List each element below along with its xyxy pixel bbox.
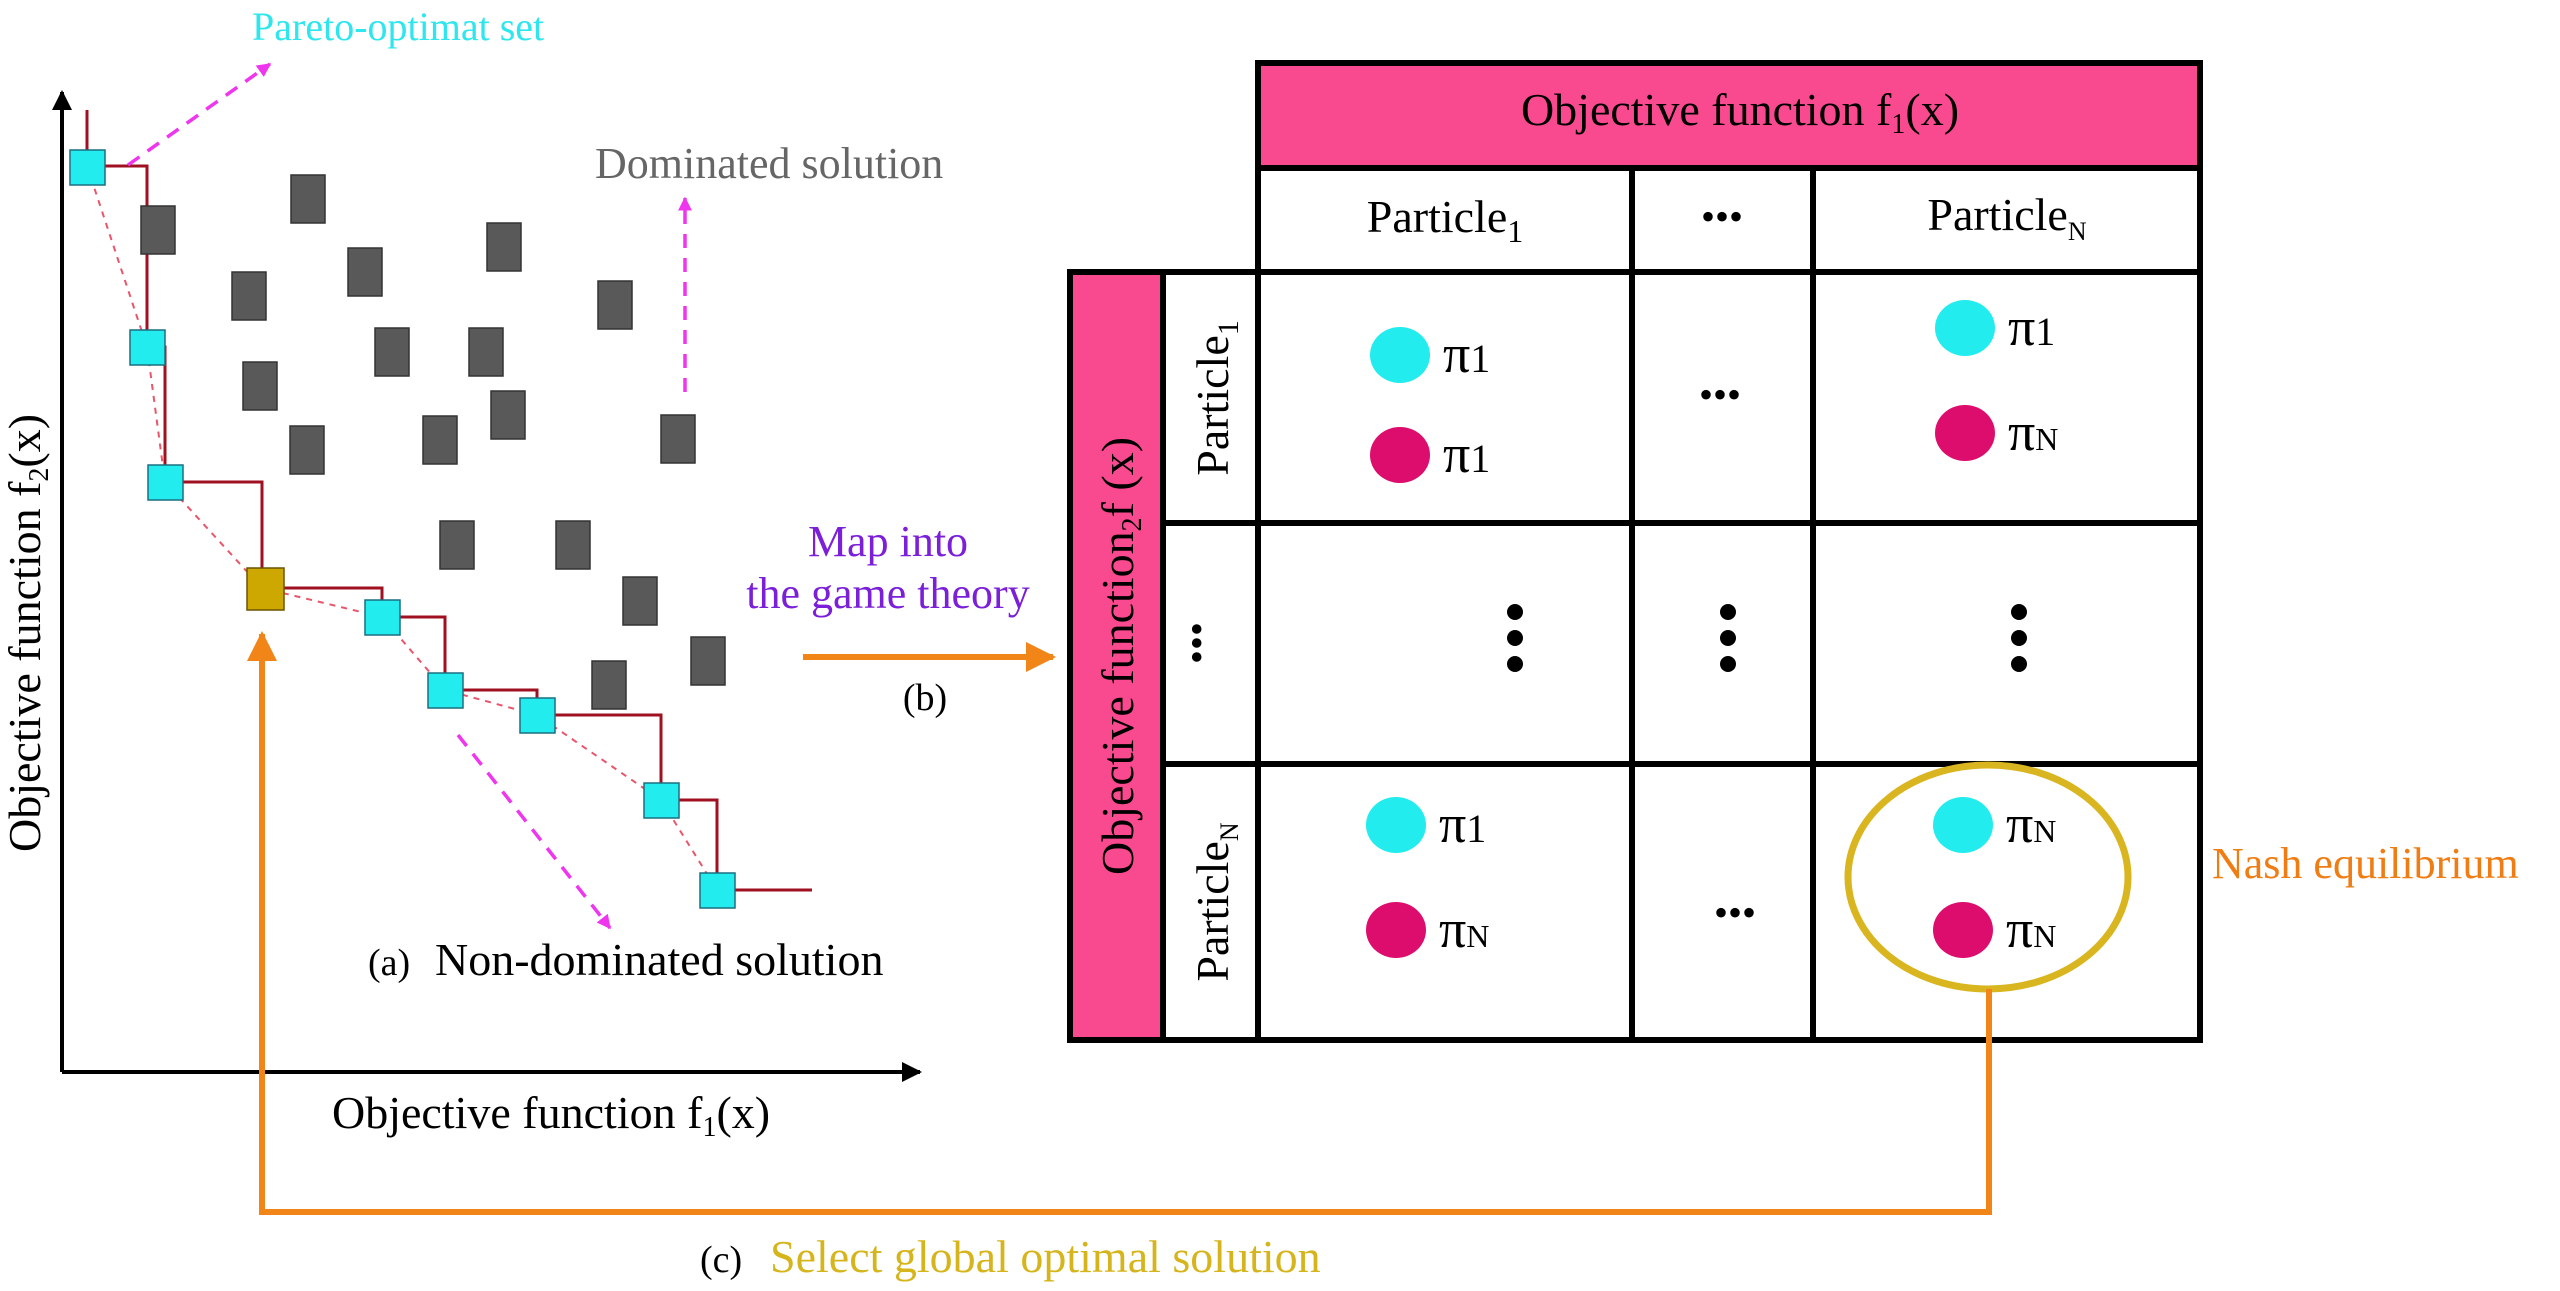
dominated-square	[439, 520, 475, 570]
payoff-dot-player2	[1935, 405, 1995, 461]
pareto-square	[519, 697, 556, 734]
payoff-label: πN	[2006, 794, 2056, 854]
pareto-square	[427, 672, 464, 709]
mapping-step: Map into the game theory (b)	[746, 517, 1056, 719]
dominated-square	[347, 247, 383, 297]
col-header-ellipsis: •••	[1701, 194, 1743, 239]
payoff-dot-player1	[1370, 327, 1430, 383]
dominated-square	[486, 222, 522, 272]
payoff-label: πN	[2008, 402, 2058, 462]
pareto-square	[643, 782, 680, 819]
row-header-particle-1: Particle1	[1187, 320, 1245, 476]
dominated-square	[374, 327, 410, 377]
dominated-square	[468, 327, 504, 377]
pareto-arrow	[126, 62, 272, 167]
pareto-set-label: Pareto-optimat set	[252, 4, 544, 49]
dominated-square	[660, 414, 696, 464]
pareto-square	[147, 464, 184, 501]
non-dominated-solutions	[69, 149, 736, 909]
non-dominated-arrow	[456, 733, 612, 930]
non-dominated-label: Non-dominated solution	[435, 934, 883, 985]
select-step: (c) Select global optimal solution	[247, 631, 1992, 1282]
left-header-label: Objective function2f (x)	[1092, 437, 1148, 875]
left-header	[1067, 269, 1166, 1043]
payoff-dot-player2	[1366, 902, 1426, 958]
dominated-square	[140, 205, 176, 255]
dominated-square	[231, 271, 267, 321]
payoff-label: πN	[2006, 899, 2056, 959]
cell-rowN-col1: π1 πN	[1366, 794, 1489, 959]
payoff-label: π1	[1443, 424, 1490, 484]
dominated-square	[289, 425, 325, 475]
pareto-staircase	[85, 110, 812, 892]
non-dominated-tag: (a)	[368, 942, 410, 984]
col-header-particle-n: ParticleN	[1927, 189, 2087, 246]
dominated-solution-label: Dominated solution	[595, 139, 943, 188]
pareto-square	[129, 329, 166, 366]
cell-rowN-colN: πN πN	[1933, 794, 2056, 959]
game-theory-label: the game theory	[746, 569, 1029, 618]
col-header-particle-1: Particle1	[1367, 191, 1524, 249]
payoff-label: π1	[1439, 794, 1486, 854]
payoff-dot-player1	[1935, 300, 1995, 356]
map-tag: (b)	[903, 677, 947, 719]
dominated-square	[422, 415, 458, 465]
pareto-square	[699, 872, 736, 909]
select-loop-arrow	[247, 631, 1992, 1215]
top-header-label: Objective function f1(x)	[1521, 84, 1959, 140]
dominated-square	[622, 576, 658, 626]
nash-equilibrium-label: Nash equilibrium	[2212, 839, 2519, 888]
select-tag: (c)	[700, 1239, 742, 1281]
payoff-matrix: Objective function f1(x) Objective funct…	[1067, 60, 2203, 1043]
row-header-ellipsis: •••	[1174, 622, 1219, 664]
y-axis-label: Objective function f2(x)	[0, 414, 55, 852]
cell-row1-col2-ellipsis: •••	[1699, 372, 1741, 417]
dominated-square	[290, 174, 326, 224]
dominated-square	[555, 520, 591, 570]
vertical-ellipsis-row-middle	[1507, 604, 2027, 672]
dominated-square	[242, 361, 278, 411]
dominated-square	[591, 660, 627, 710]
pareto-plot: Pareto-optimat set Dominated solution (a…	[0, 4, 943, 1143]
payoff-label: π1	[1443, 324, 1490, 384]
x-axis-label: Objective function f1(x)	[332, 1087, 770, 1143]
payoff-dot-player1	[1933, 797, 1993, 853]
nash-equilibrium-ellipse	[1844, 761, 2132, 993]
dominated-solutions	[140, 174, 726, 710]
dominated-square	[690, 636, 726, 686]
dominated-square	[490, 390, 526, 440]
payoff-dot-player2	[1370, 427, 1430, 483]
cell-row1-colN: π1 πN	[1935, 297, 2058, 462]
payoff-dot-player1	[1366, 797, 1426, 853]
cell-rowN-col2-ellipsis: •••	[1714, 890, 1756, 935]
pareto-square	[364, 599, 401, 636]
payoff-label: πN	[1439, 899, 1489, 959]
pareto-square	[69, 149, 106, 186]
map-into-label: Map into	[808, 517, 968, 566]
selected-solution-square	[246, 567, 285, 611]
dominated-square	[597, 280, 633, 330]
select-label: Select global optimal solution	[770, 1231, 1321, 1282]
payoff-label: π1	[2008, 297, 2055, 357]
cell-row1-col1: π1 π1	[1370, 324, 1490, 484]
row-header-particle-n: ParticleN	[1187, 822, 1244, 982]
pareto-envelope-dashed	[86, 165, 718, 891]
payoff-dot-player2	[1933, 902, 1993, 958]
